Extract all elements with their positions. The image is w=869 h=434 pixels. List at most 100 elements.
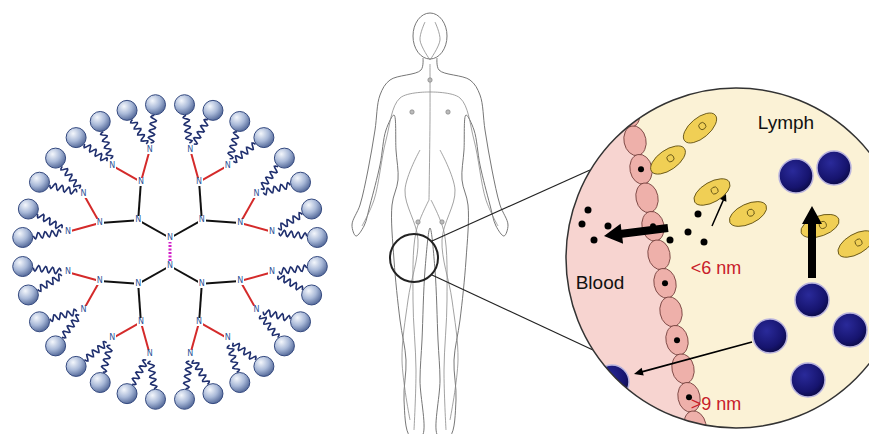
alkyl-chain — [263, 310, 290, 320]
alkyl-chain — [194, 119, 208, 144]
alkyl-chain — [279, 230, 307, 238]
terminal-sphere — [175, 389, 195, 409]
atom-symbol: N — [252, 190, 260, 198]
atom-symbol: N — [166, 234, 174, 242]
alkyl-chain — [33, 266, 61, 274]
alkyl-chain — [263, 183, 290, 195]
alkyl-chain — [101, 132, 113, 159]
alkyl-chain — [279, 265, 307, 274]
terminal-sphere — [254, 356, 274, 376]
endothelial-cell — [657, 295, 685, 329]
lymphatic-cell — [690, 173, 735, 210]
lymph-node — [416, 220, 420, 224]
branch-bond — [202, 220, 240, 223]
atom-symbol: N — [198, 216, 206, 224]
terminal-sphere — [13, 227, 33, 247]
terminal-sphere — [230, 111, 250, 131]
terminal-sphere — [203, 384, 223, 404]
cell-body — [646, 140, 690, 179]
nanoparticle-large — [791, 363, 825, 397]
lymph-vessel — [430, 92, 498, 226]
terminal-sphere — [66, 128, 86, 148]
terminal-sphere — [307, 227, 327, 247]
thick-arrow — [802, 206, 822, 278]
alkyl-chain — [131, 120, 148, 144]
lymph-node — [440, 220, 444, 224]
cell-nucleus — [710, 186, 720, 196]
alkyl-chain — [33, 230, 61, 239]
atom-symbol: N — [146, 350, 154, 358]
atom-symbol: N — [134, 280, 142, 288]
nanoparticle-small — [662, 280, 668, 286]
lymph-node — [410, 110, 414, 114]
endothelial-cell — [633, 181, 661, 215]
lymphatic-cell — [646, 140, 690, 179]
cell-body — [678, 107, 721, 148]
human-body — [352, 13, 508, 434]
lymph-vessel — [430, 22, 440, 60]
lymph-node — [428, 78, 432, 82]
nanoparticle-small — [674, 337, 680, 343]
size-label: >9 nm — [691, 395, 742, 413]
terminal-sphere — [46, 148, 66, 168]
alkyl-chain — [84, 342, 106, 362]
alkyl-chain — [228, 132, 238, 159]
cell-body — [834, 225, 869, 262]
nanoparticle-large — [753, 319, 787, 353]
atom-symbol: N — [137, 318, 145, 326]
lymph-vessel — [420, 22, 430, 60]
terminal-sphere — [18, 199, 38, 219]
alkyl-chain — [233, 143, 255, 163]
terminal-sphere — [291, 172, 311, 192]
atom-symbol: N — [80, 306, 88, 314]
branch-bond — [199, 182, 202, 220]
alkyl-chain — [50, 184, 77, 194]
alkyl-chain — [37, 214, 62, 228]
atom-symbol: N — [80, 190, 88, 198]
branch-bond — [100, 281, 138, 284]
alkyl-chain — [260, 315, 280, 337]
alkyl-chain — [278, 276, 303, 290]
alkyl-chain — [233, 343, 256, 360]
nanoparticle-small — [695, 211, 702, 218]
atom-symbol: N — [186, 350, 194, 358]
alkyl-chain — [261, 166, 278, 189]
terminal-sphere — [274, 148, 294, 168]
cell-nucleus — [666, 153, 676, 163]
nanoparticle-small — [591, 237, 598, 244]
thick-arrow — [604, 224, 668, 244]
terminal-sphere — [203, 100, 223, 120]
endothelial-cell — [669, 352, 697, 386]
alkyl-chain — [278, 213, 302, 230]
terminal-sphere — [29, 312, 49, 332]
branch-bond — [100, 220, 138, 223]
nanoparticle-small — [585, 207, 592, 214]
lymphatic-cell — [726, 196, 771, 231]
body-head — [413, 13, 447, 59]
alkyl-chain — [102, 345, 112, 372]
atom-symbol: N — [108, 334, 116, 342]
alkyl-chain — [148, 115, 156, 143]
atom-symbol: N — [198, 280, 206, 288]
nanoparticle-small — [638, 166, 644, 172]
terminal-sphere — [117, 100, 137, 120]
alkyl-chain — [227, 345, 239, 372]
thin-arrow — [634, 341, 752, 375]
cell-nucleus — [854, 238, 864, 248]
lymph-vessel — [429, 64, 430, 200]
zoom-spot — [390, 234, 438, 282]
cell-body — [690, 173, 735, 210]
atom-symbol: N — [195, 178, 203, 186]
terminal-sphere — [175, 95, 195, 115]
nanoparticle-small — [701, 239, 708, 246]
lymphatic-cell — [834, 225, 869, 262]
atom-symbol: N — [224, 162, 232, 170]
nanoparticle-large — [833, 313, 867, 347]
lymph-node — [446, 110, 450, 114]
nanoparticle-small — [667, 237, 674, 244]
alkyl-chain — [184, 361, 192, 389]
endothelial-cell — [651, 266, 679, 300]
alkyl-chain — [61, 166, 81, 188]
terminal-sphere — [302, 285, 322, 305]
region-label: Blood — [576, 273, 625, 292]
